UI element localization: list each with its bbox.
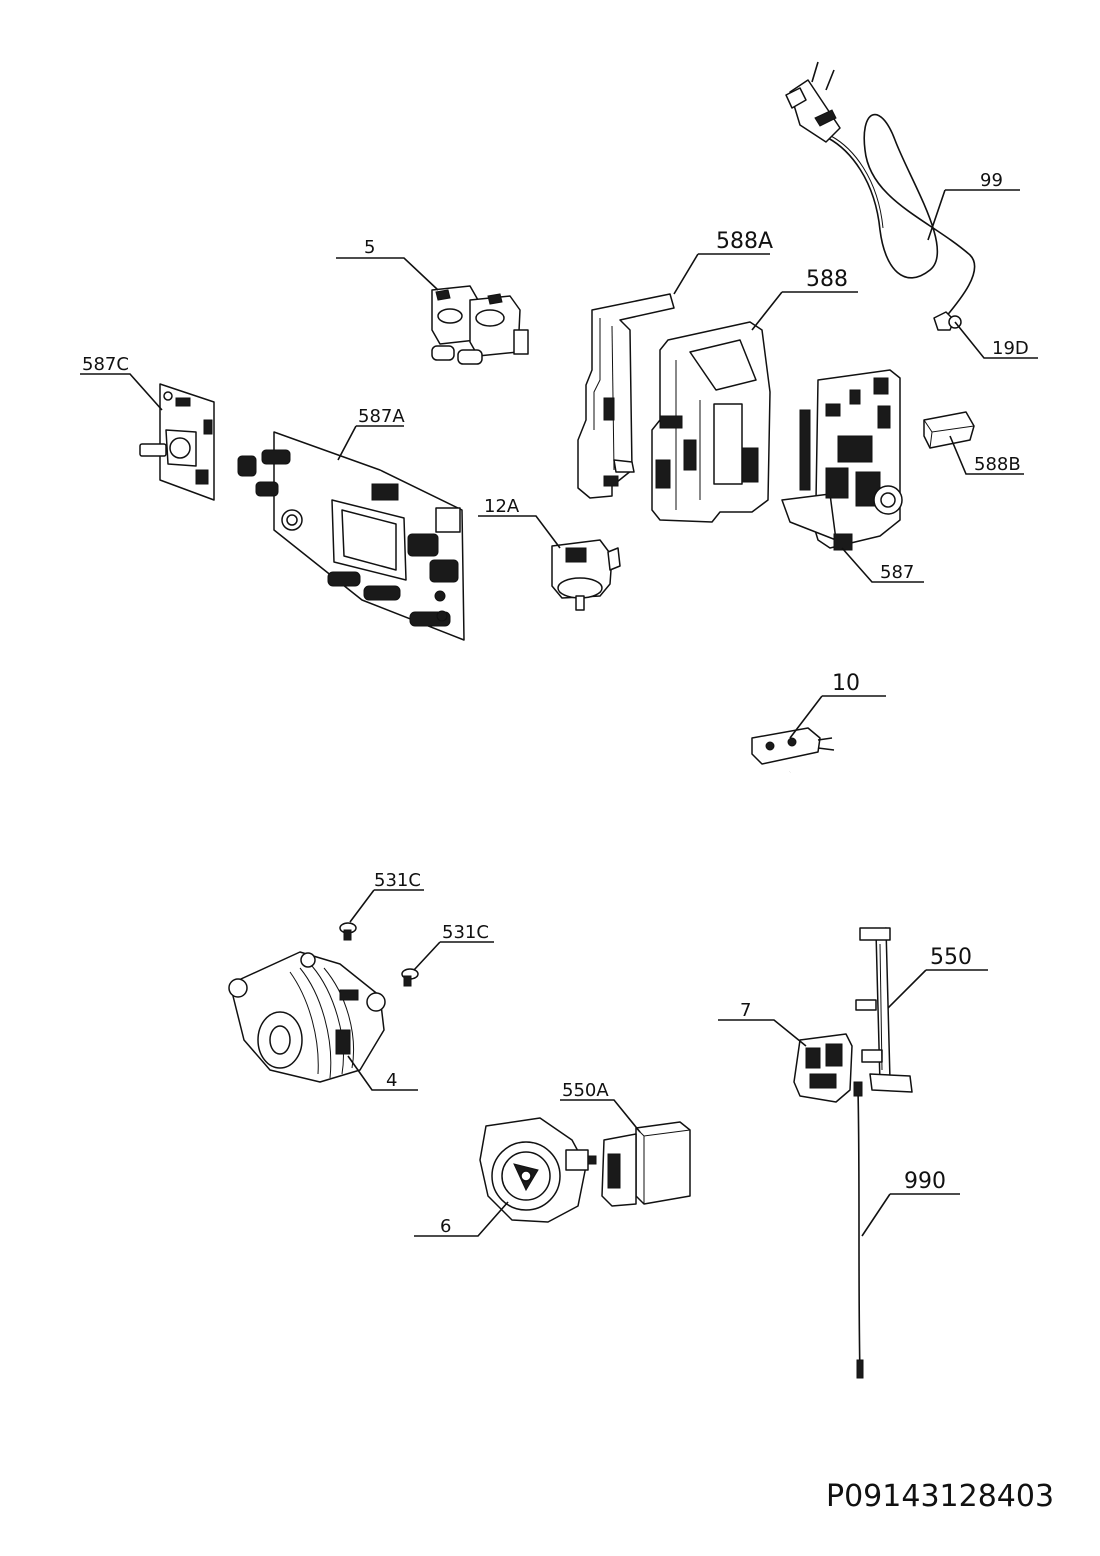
part-label-587A: 587A — [358, 406, 405, 427]
part-label-6: 6 — [440, 1216, 451, 1237]
part-label-550A: 550A — [562, 1080, 609, 1101]
part-label-587C: 587C — [82, 354, 129, 375]
diagram-reference-code: P09143128403 — [826, 1479, 1054, 1514]
electronic-board-drawing — [781, 369, 903, 551]
inlet-valve-drawing — [431, 285, 529, 365]
part-label-588: 588 — [806, 267, 848, 292]
module-housing-front-drawing — [577, 293, 675, 499]
part-label-10: 10 — [832, 671, 860, 696]
cord-clip-drawing — [933, 311, 962, 331]
part-label-990: 990 — [904, 1169, 946, 1194]
part-label-5: 5 — [364, 237, 375, 258]
small-cover-box-drawing — [923, 411, 975, 449]
wire-harness-drawing — [855, 927, 913, 1093]
screw-a-drawing — [339, 922, 357, 941]
part-label-550: 550 — [930, 945, 972, 970]
leader-lines — [80, 189, 1038, 1237]
selector-board-drawing — [139, 383, 215, 501]
part-label-531C-a: 531C — [374, 870, 421, 891]
module-housing-rear-drawing — [651, 321, 771, 523]
screw-b-drawing — [401, 968, 419, 987]
pressure-switch-drawing — [551, 539, 621, 611]
part-label-588B: 588B — [974, 454, 1021, 475]
part-label-531C-b: 531C — [442, 922, 489, 943]
heating-element-drawing — [639, 727, 835, 808]
drain-pump-drawing — [479, 1117, 597, 1223]
motor-drawing — [228, 951, 386, 1083]
part-label-588A: 588A — [716, 229, 773, 254]
part-label-587: 587 — [880, 562, 914, 583]
power-cord-drawing — [785, 61, 976, 319]
part-label-12A: 12A — [484, 496, 520, 517]
part-label-7: 7 — [740, 1000, 751, 1021]
door-lock-drawing — [793, 1033, 853, 1103]
filter-box-drawing — [601, 1121, 691, 1207]
control-panel-board-drawing — [237, 431, 465, 641]
part-label-4: 4 — [386, 1070, 397, 1091]
sensor-cable-drawing — [853, 1081, 864, 1379]
part-label-19D: 19D — [992, 338, 1029, 359]
part-label-99: 99 — [980, 170, 1003, 191]
